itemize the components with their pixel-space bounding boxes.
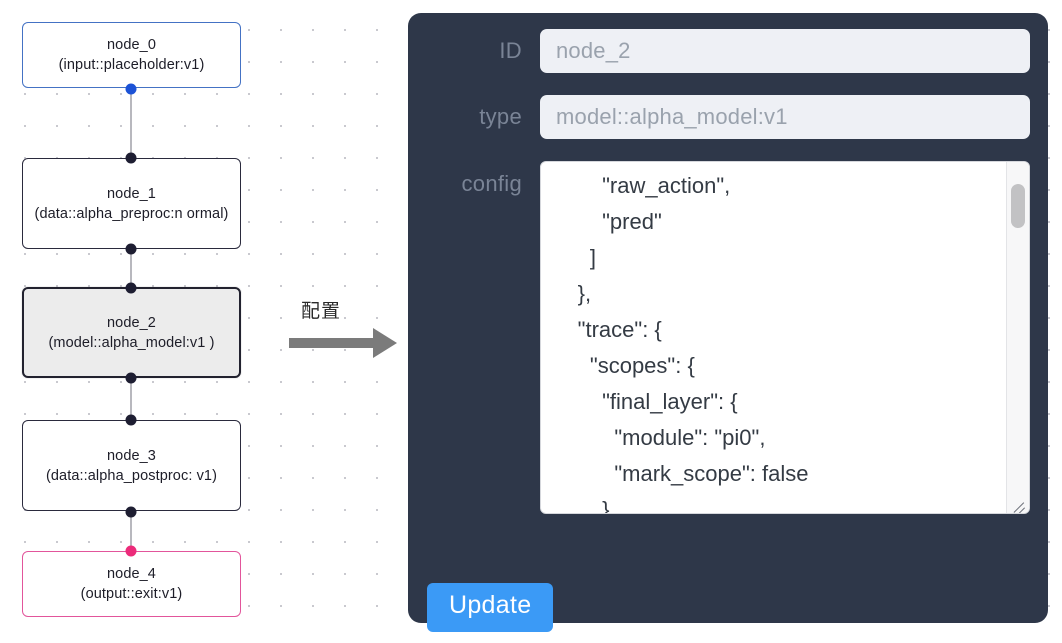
form-row-type: type model::alpha_model:v1 [418,95,1030,139]
node-subtitle: (output::exit:v1) [80,586,183,602]
config-textarea[interactable]: "raw_action", "pred" ] }, "trace": { "sc… [577,173,809,513]
config-label: config [461,171,522,196]
flow-annotation: 配置 [287,296,402,360]
graph-node-node_3[interactable]: node_3 (data::alpha_postproc: v1) [22,420,241,511]
node-handle-source-node_0[interactable] [125,83,137,95]
node-subtitle: (data::alpha_preproc:n ormal) [34,205,229,222]
graph-node-node_1[interactable]: node_1 (data::alpha_preproc:n ormal) [22,158,241,249]
update-button[interactable]: Update [427,583,554,632]
node-title: node_0 [107,37,156,53]
node-title: node_3 [106,447,156,464]
edge-node1-node2 [130,249,132,287]
graph-node-node_4[interactable]: node_4 (output::exit:v1) [22,551,241,617]
type-input[interactable]: model::alpha_model:v1 [540,95,1030,139]
node-handle-target-node_2[interactable] [125,282,137,294]
config-scrollbar[interactable] [1006,162,1029,513]
node-subtitle: (model::alpha_model:v1 ) [48,334,215,351]
form-row-config: config "raw_action", "pred" ] }, "trace"… [418,161,1030,514]
node-config-panel: ID node_2 type model::alpha_model:v1 con… [408,13,1048,623]
node-title: node_4 [106,566,156,582]
id-input[interactable]: node_2 [540,29,1030,73]
node-subtitle: (input::placeholder:v1) [58,57,205,73]
graph-node-node_0[interactable]: node_0 (input::placeholder:v1) [22,22,241,88]
annotation-label: 配置 [301,301,342,322]
config-scrollbar-thumb[interactable] [1011,184,1025,228]
node-handle-target-node_3[interactable] [125,414,137,426]
edge-node2-node3 [130,377,132,419]
node-handle-source-node_3[interactable] [125,506,137,518]
right-arrow-icon [289,328,397,358]
node-handle-source-node_1[interactable] [125,243,137,255]
resize-grip-icon[interactable] [1010,494,1028,512]
form-row-id: ID node_2 [418,29,1030,73]
edge-node0-node1 [130,88,132,158]
type-label: type [479,104,522,129]
graph-node-node_2[interactable]: node_2 (model::alpha_model:v1 ) [22,287,241,378]
edge-node3-node4 [130,512,132,550]
node-handle-target-node_4[interactable] [125,545,137,557]
node-title: node_2 [106,314,156,331]
node-handle-source-node_2[interactable] [125,372,137,384]
node-title: node_1 [106,185,156,202]
node-subtitle: (data::alpha_postproc: v1) [45,467,218,484]
node-handle-target-node_1[interactable] [125,152,137,164]
id-label: ID [499,38,522,63]
config-textarea-wrapper[interactable]: "raw_action", "pred" ] }, "trace": { "sc… [540,161,1030,514]
